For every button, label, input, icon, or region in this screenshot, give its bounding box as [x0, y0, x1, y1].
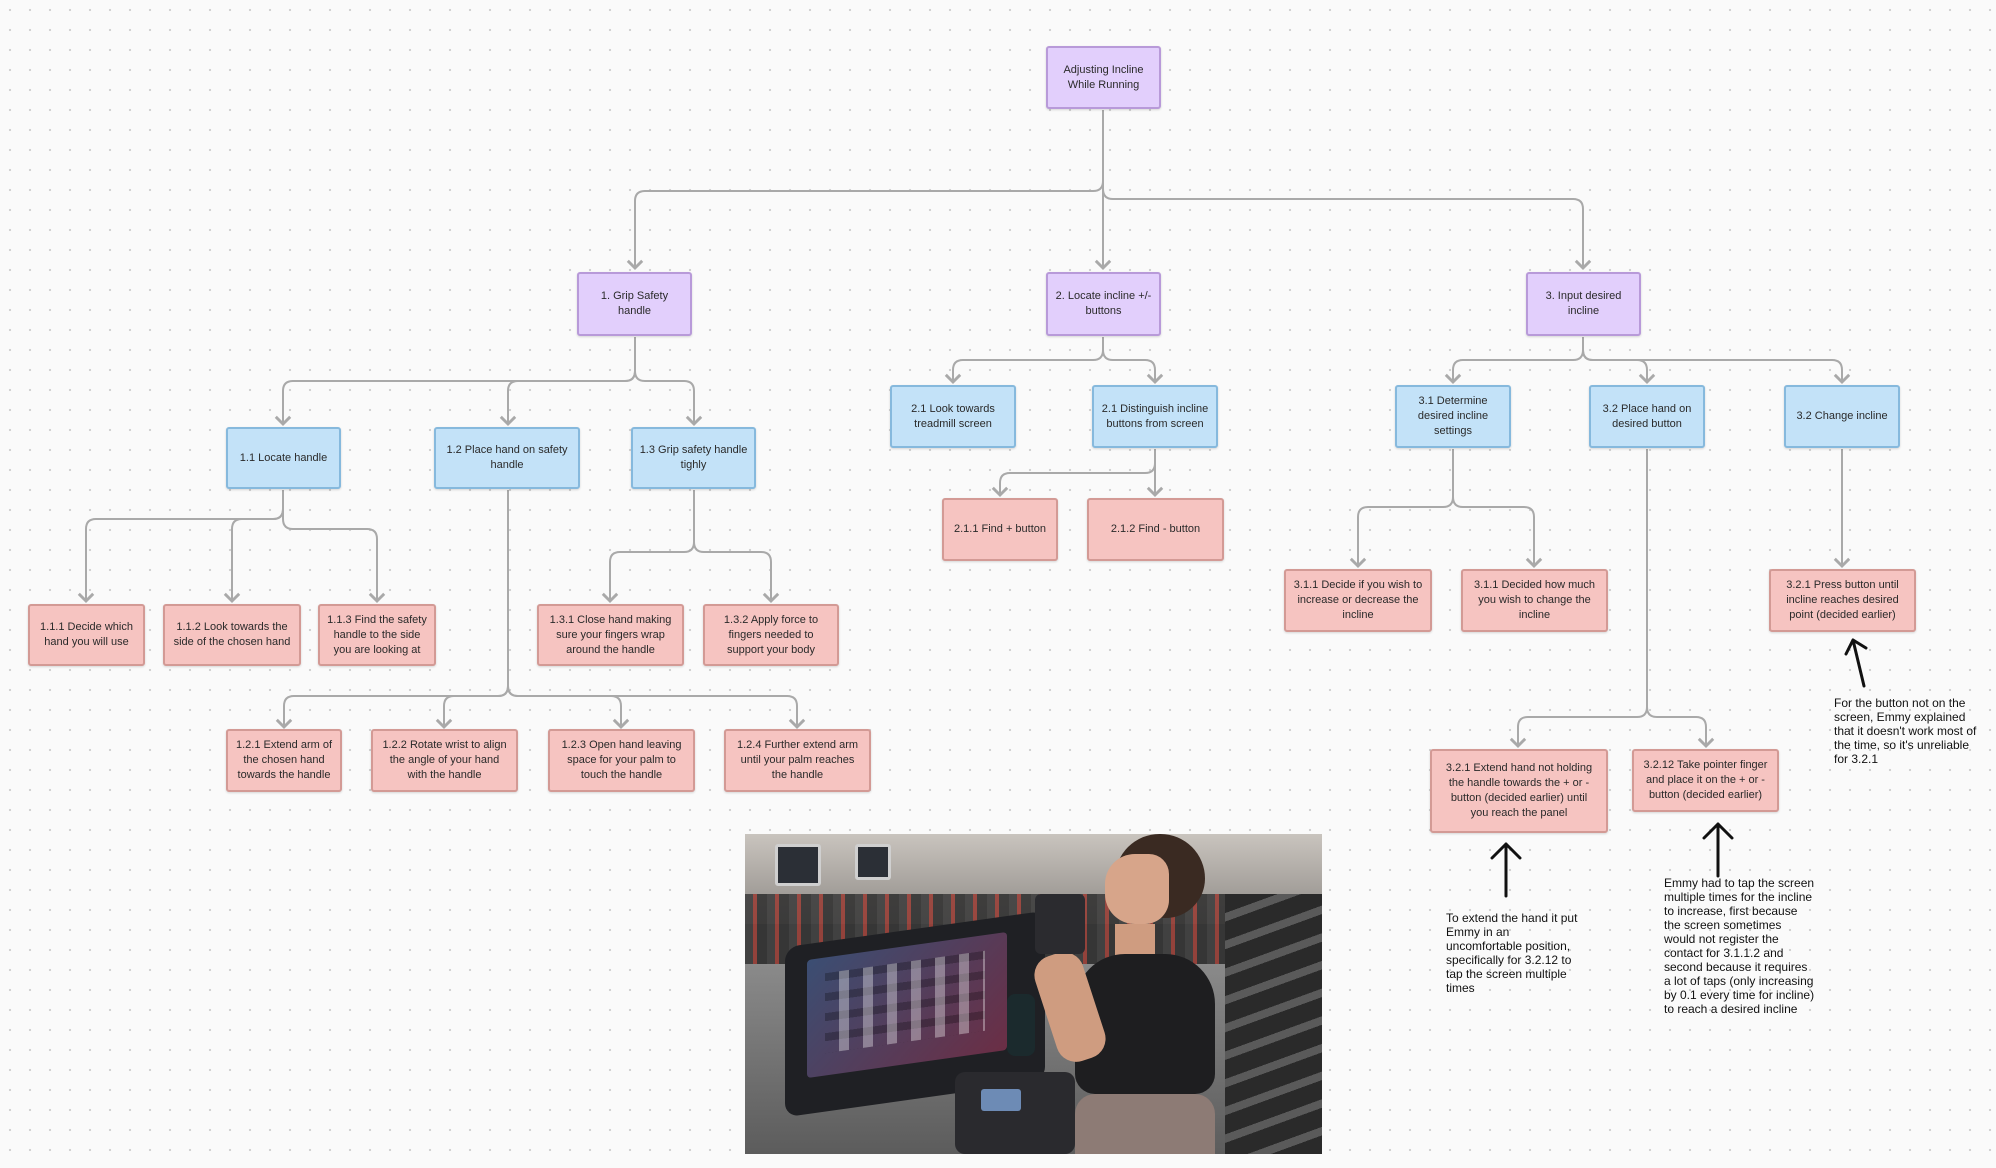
edge-root-n3 [1102, 110, 1592, 271]
node-3-2-change-incline[interactable]: 3.2 Change incline [1784, 385, 1900, 448]
node-2-1-2-find-minus[interactable]: 2.1.2 Find - button [1087, 498, 1224, 561]
node-3-1-determine-settings[interactable]: 3.1 Determine desired incline settings [1395, 385, 1511, 448]
node-1-grip-safety-handle[interactable]: 1. Grip Safety handle [577, 272, 692, 336]
node-1-3-grip-tightly[interactable]: 1.3 Grip safety handle tighly [631, 427, 756, 489]
edge-n3-n3_2 [1582, 337, 1656, 385]
edge-n3_1-n3_1_1a [1349, 449, 1454, 569]
edge-n3_1-n3_1_1b [1452, 449, 1543, 569]
node-1-2-2-rotate-wrist[interactable]: 1.2.2 Rotate wrist to align the angle of… [371, 729, 518, 792]
note-multiple-taps: Emmy had to tap the screen multiple time… [1664, 876, 1815, 1016]
node-1-3-1-close-hand[interactable]: 1.3.1 Close hand making sure your finger… [537, 604, 684, 666]
edge-n1_1-n1_1_3 [282, 490, 386, 604]
node-3-2-1-extend-hand[interactable]: 3.2.1 Extend hand not holding the handle… [1430, 749, 1608, 833]
node-3-input-desired-incline[interactable]: 3. Input desired incline [1526, 272, 1641, 336]
node-1-1-3-find-handle[interactable]: 1.1.3 Find the safety handle to the side… [318, 604, 436, 666]
edge-n1-n1_1 [274, 337, 636, 427]
edge-root-n1 [626, 110, 1104, 271]
node-1-2-3-open-hand[interactable]: 1.2.3 Open hand leaving space for your p… [548, 729, 695, 792]
node-2-1-distinguish-buttons[interactable]: 2.1 Distinguish incline buttons from scr… [1092, 385, 1218, 448]
treadmill-photo [745, 834, 1322, 1154]
node-root[interactable]: Adjusting Incline While Running [1046, 46, 1161, 109]
note-uncomfortable-position: To extend the hand it put Emmy in an unc… [1446, 911, 1578, 995]
node-2-1-look-towards-screen[interactable]: 2.1 Look towards treadmill screen [890, 385, 1016, 448]
node-2-locate-incline-buttons[interactable]: 2. Locate incline +/- buttons [1046, 272, 1161, 336]
node-1-1-locate-handle[interactable]: 1.1 Locate handle [226, 427, 341, 489]
node-3-1-1-decide-direction[interactable]: 3.1.1 Decide if you wish to increase or … [1284, 569, 1432, 632]
edge-n1_1-n1_1_1 [77, 490, 284, 604]
annotation-arrow-icon [1702, 822, 1734, 878]
edge-n2-n2_1a [944, 337, 1104, 385]
edge-n1_3-n1_3_2 [693, 490, 780, 604]
edge-n1-n1_3 [634, 337, 703, 427]
annotation-arrow-icon [1844, 638, 1868, 688]
node-1-2-1-extend-arm[interactable]: 1.2.1 Extend arm of the chosen hand towa… [226, 729, 342, 792]
annotation-arrow-icon [1490, 842, 1522, 898]
node-1-2-place-hand[interactable]: 1.2 Place hand on safety handle [434, 427, 580, 489]
node-1-1-2-look-side[interactable]: 1.1.2 Look towards the side of the chose… [163, 604, 301, 666]
node-1-3-2-apply-force[interactable]: 1.3.2 Apply force to fingers needed to s… [703, 604, 839, 666]
node-1-2-4-further-extend[interactable]: 1.2.4 Further extend arm until your palm… [724, 729, 871, 792]
node-3-2-place-hand-button[interactable]: 3.2 Place hand on desired button [1589, 385, 1705, 448]
edge-n3-n3_1 [1444, 337, 1584, 385]
edge-n1_2-n1_2_2 [435, 490, 509, 730]
edge-n3_2-n3_2_12 [1646, 449, 1715, 749]
node-2-1-1-find-plus[interactable]: 2.1.1 Find + button [942, 498, 1058, 561]
edge-n3-n3_2b [1582, 337, 1851, 385]
edge-n1_3-n1_3_1 [601, 490, 695, 604]
node-3-1-1-decide-amount[interactable]: 3.1.1 Decided how much you wish to chang… [1461, 569, 1608, 632]
edge-n2_1b-n2_1_1 [991, 449, 1156, 498]
node-1-1-1-decide-hand[interactable]: 1.1.1 Decide which hand you will use [28, 604, 145, 666]
edge-n1-n1_2 [499, 337, 636, 427]
edge-n1_1-n1_1_2 [223, 490, 284, 604]
node-3-2-1-press-button[interactable]: 3.2.1 Press button until incline reaches… [1769, 569, 1916, 632]
node-3-2-12-pointer-finger[interactable]: 3.2.12 Take pointer finger and place it … [1632, 749, 1779, 812]
edge-n2-n2_1b [1102, 337, 1164, 385]
note-button-unreliable: For the button not on the screen, Emmy e… [1834, 696, 1977, 766]
